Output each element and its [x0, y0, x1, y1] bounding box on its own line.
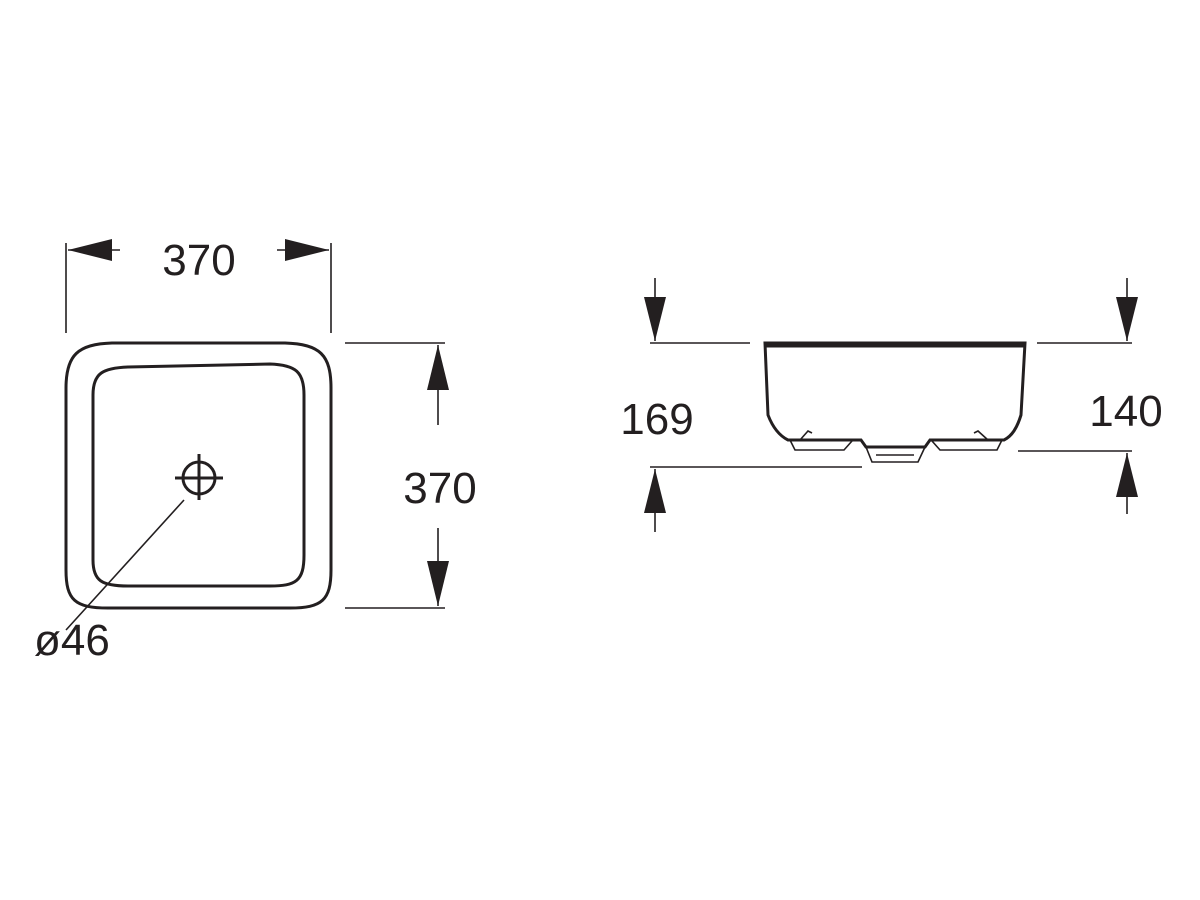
bowl-height-arrow-top	[1116, 297, 1138, 341]
width-arrow-right	[285, 239, 329, 261]
left-foot-notch	[799, 430, 813, 441]
width-dimension: 370	[65, 236, 332, 333]
right-foot-notch	[973, 430, 989, 441]
bowl-height-dimension: 140	[1018, 278, 1163, 514]
hole-leader-line	[65, 499, 185, 631]
width-label: 370	[162, 236, 235, 285]
overall-height-arrow-top	[644, 297, 666, 341]
overall-height-label: 169	[620, 395, 693, 444]
drain-hole	[175, 454, 223, 500]
top-view: 370 370 ø46	[34, 236, 477, 665]
right-foot-detail	[931, 439, 1003, 451]
hole-diameter-label: ø46	[34, 616, 110, 665]
depth-arrow-top	[427, 345, 449, 390]
basin-outer-outline	[64, 341, 333, 610]
drain-outlet	[865, 446, 926, 463]
depth-label: 370	[403, 464, 476, 513]
depth-arrow-bottom	[427, 561, 449, 606]
width-arrow-left	[68, 239, 112, 261]
side-view: 169 140	[620, 278, 1163, 532]
overall-height-dimension: 169	[620, 278, 862, 532]
depth-dimension: 370	[345, 342, 477, 609]
bowl-height-label: 140	[1089, 387, 1162, 436]
bowl-height-arrow-bottom	[1116, 453, 1138, 497]
basin-side-profile	[763, 341, 1027, 449]
left-foot-detail	[789, 439, 853, 451]
overall-height-arrow-bottom	[644, 469, 666, 513]
